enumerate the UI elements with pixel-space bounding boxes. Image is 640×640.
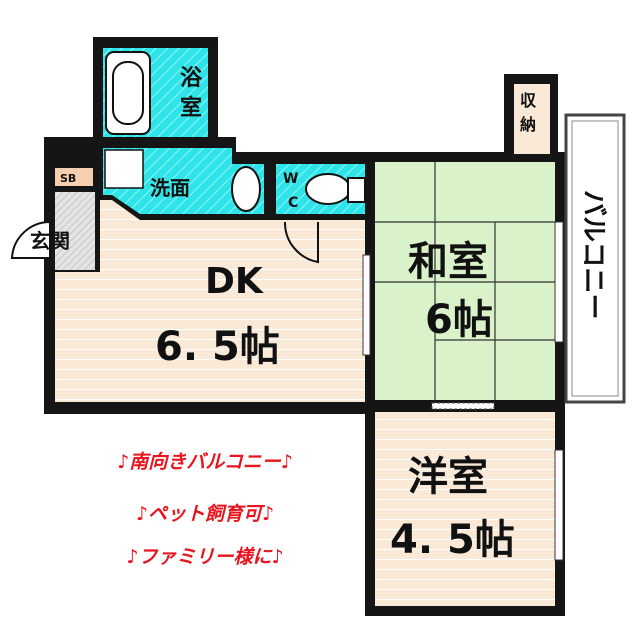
window (554, 449, 564, 561)
promo-line: ♪ペット飼育可♪ (136, 503, 274, 525)
balcony (564, 113, 626, 404)
entrance-door-icon (10, 220, 51, 259)
entrance (55, 192, 95, 270)
youshitsu-size: 4. 5帖 (390, 517, 515, 563)
washitsu-label: 和室 (408, 239, 488, 285)
promo-line: ♪ファミリー様に♪ (126, 546, 283, 568)
dk-label: DK (205, 261, 264, 302)
western-room (375, 412, 555, 606)
bath-label: 浴 (180, 66, 203, 91)
youshitsu-label: 洋室 (408, 454, 488, 500)
japanese-room (375, 162, 555, 400)
dining-kitchen (55, 200, 365, 402)
shoe-box (55, 168, 93, 186)
bathtub-icon (105, 51, 151, 135)
bath-label: 室 (180, 95, 202, 121)
wc-label: C (288, 195, 298, 211)
washing-machine-icon (104, 149, 144, 189)
window (554, 221, 564, 343)
storage-label: 収 (520, 91, 537, 110)
storage (514, 84, 550, 154)
washitsu-size: 6帖 (425, 297, 493, 343)
storage-label: 納 (520, 115, 536, 134)
dk-size: 6. 5帖 (155, 324, 280, 370)
toilet-icon (305, 173, 351, 205)
entrance-label: 玄関 (30, 229, 70, 253)
balcony-label: バルコニー (578, 190, 608, 319)
window (362, 254, 371, 356)
wc-door-icon (283, 221, 319, 264)
sliding-door (431, 402, 495, 410)
promo-line: ♪南向きバルコニー♪ (117, 451, 293, 473)
washroom-label: 洗面 (150, 176, 190, 200)
washbasin-icon (231, 166, 261, 212)
wc-label: W (283, 171, 298, 187)
sb-label: SB (60, 172, 76, 185)
